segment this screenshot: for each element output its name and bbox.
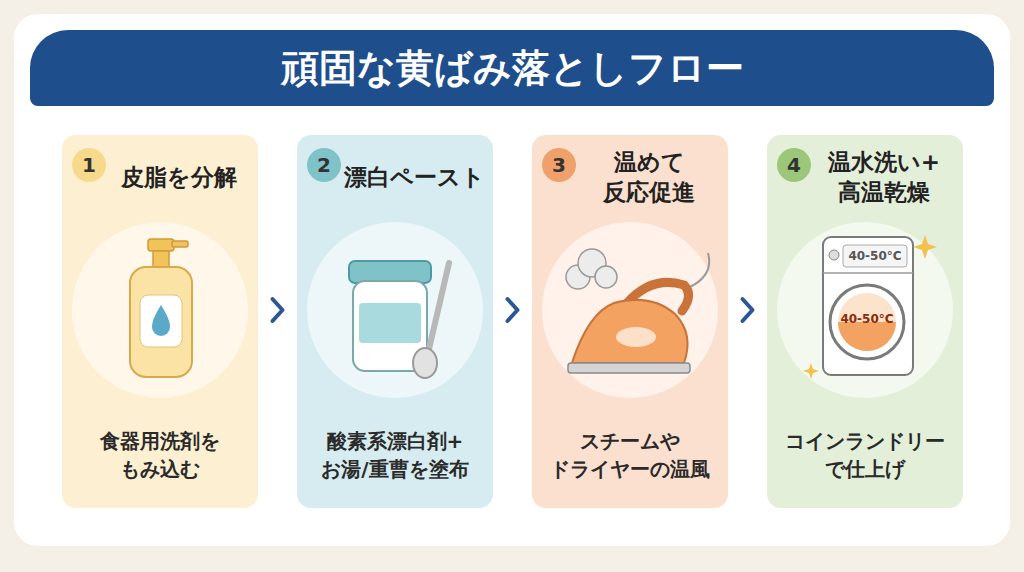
- step-description: コインランドリー で仕上げ: [775, 427, 955, 483]
- step-number-badge: 1: [72, 148, 106, 182]
- step-card: 皮脂を分解食器用洗剤を もみ込む 1: [62, 135, 258, 508]
- step-description-box: 酸素系漂白剤+ お湯/重曹を塗布: [305, 411, 485, 499]
- step-number: 3: [552, 153, 566, 177]
- step-number-badge: 3: [542, 148, 576, 182]
- step-card: 漂白ペースト酸素系漂白剤+ お湯/重曹を塗布 2: [297, 135, 493, 508]
- flow-chevron: [508, 299, 518, 321]
- step-description-box: 食器用洗剤を もみ込む: [70, 411, 250, 499]
- step-heading-box: 皮脂を分解: [108, 145, 250, 211]
- step-description: 食器用洗剤を もみ込む: [70, 427, 250, 483]
- step-heading: 漂白ペースト: [344, 163, 485, 193]
- step-card: 温水洗い+ 高温乾燥コインランドリー で仕上げ 4 40-50°C 40-50°C: [767, 135, 963, 508]
- temperature-label: 40-50°C: [848, 249, 901, 263]
- step-description: 酸素系漂白剤+ お湯/重曹を塗布: [305, 427, 485, 483]
- temperature-label: 40-50°C: [840, 312, 893, 326]
- step-heading: 皮脂を分解: [121, 163, 237, 193]
- step-description: スチームや ドライヤーの温風: [540, 427, 720, 483]
- title-band: 頑固な黄ばみ落としフロー: [30, 30, 994, 106]
- step-number-badge: 2: [307, 148, 341, 182]
- flow-chevron: [743, 299, 753, 321]
- step-card: 温めて 反応促進スチームや ドライヤーの温風 3: [532, 135, 728, 508]
- step-number: 1: [82, 153, 96, 177]
- step-description-box: コインランドリー で仕上げ: [775, 411, 955, 499]
- step-heading-box: 温めて 反応促進: [578, 145, 720, 211]
- step-number: 4: [787, 153, 801, 177]
- step-heading-box: 漂白ペースト: [343, 145, 485, 211]
- step-description-box: スチームや ドライヤーの温風: [540, 411, 720, 499]
- step-heading: 温めて 反応促進: [578, 148, 720, 208]
- step-heading: 温水洗い+ 高温乾燥: [813, 148, 955, 208]
- flow-chevron: [273, 299, 283, 321]
- step-heading-box: 温水洗い+ 高温乾燥: [813, 145, 955, 211]
- title: 頑固な黄ばみ落としフロー: [281, 43, 744, 94]
- step-number: 2: [317, 153, 331, 177]
- step-number-badge: 4: [777, 148, 811, 182]
